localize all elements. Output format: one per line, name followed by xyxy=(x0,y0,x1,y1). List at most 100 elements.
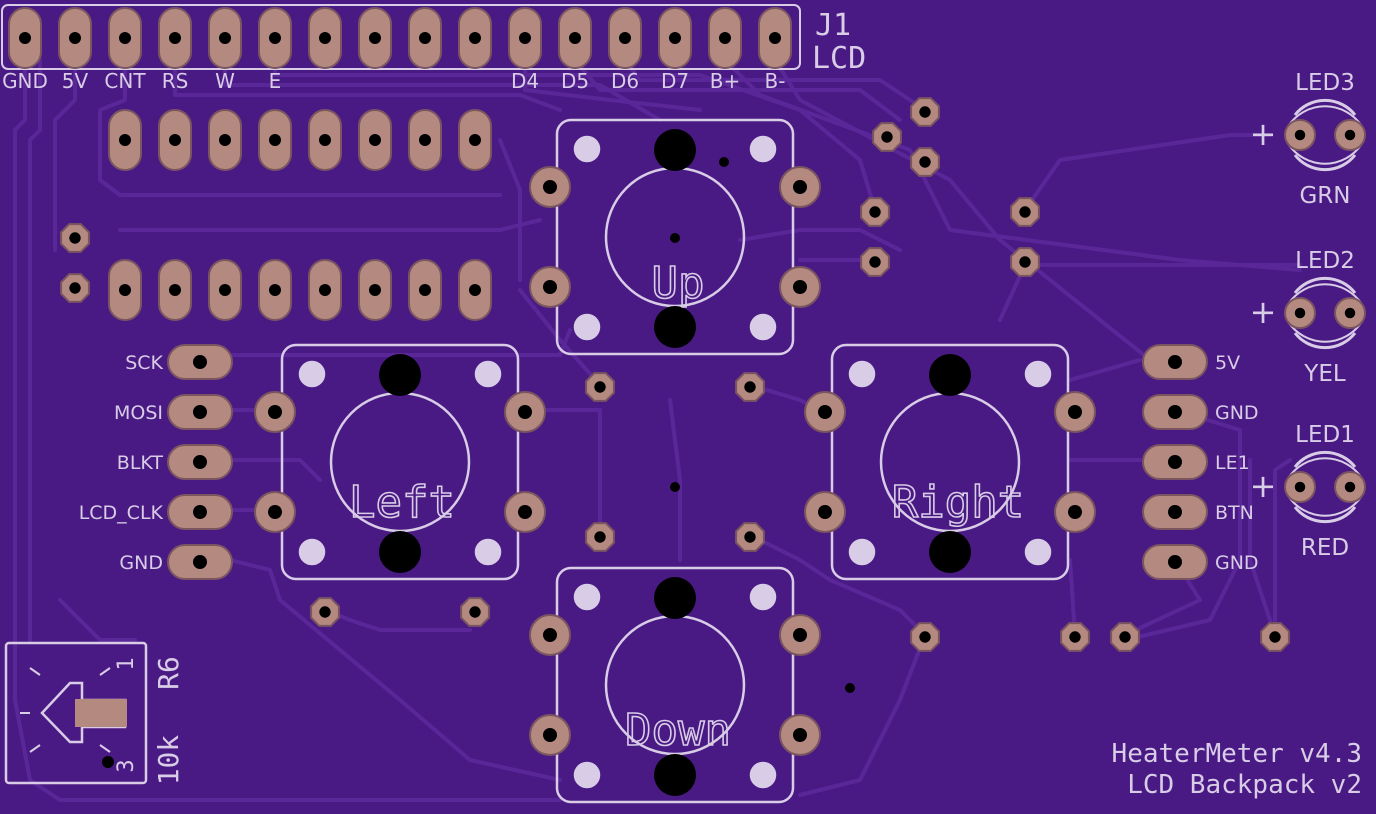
header-outline xyxy=(1,4,801,70)
button-corner-dot xyxy=(298,538,326,566)
trimmer-wiper-pad xyxy=(75,699,127,727)
right-connector-pad-drill xyxy=(1168,405,1182,419)
led-polarity: + xyxy=(1250,115,1277,153)
left-pad-label: GND xyxy=(119,552,163,574)
led-color-label: GRN xyxy=(1299,183,1350,209)
right-pad-label: GND xyxy=(1215,402,1259,424)
resistor-pad-drill xyxy=(1119,631,1131,643)
resistor-pad-drill xyxy=(594,381,606,393)
ic-pad-top-drill xyxy=(369,134,381,146)
header-pin-drill xyxy=(719,32,731,44)
header-pin-label: 5V xyxy=(62,69,89,93)
button-pad-drill xyxy=(793,728,807,742)
left-pad-label: BLKT xyxy=(117,452,164,474)
header-pin-drill xyxy=(669,32,681,44)
button-mount-hole xyxy=(379,354,421,396)
ic-pad-top-drill xyxy=(219,134,231,146)
resistor-pad-drill xyxy=(319,606,331,618)
ic-pad-bottom-drill xyxy=(169,284,181,296)
header-pin-label: GND xyxy=(2,69,48,93)
button-corner-dot xyxy=(749,313,777,341)
via xyxy=(670,482,680,492)
footer-line2: LCD Backpack v2 xyxy=(1127,770,1362,800)
button-pad-drill xyxy=(793,180,807,194)
right-connector-pad-drill xyxy=(1168,555,1182,569)
button-outline xyxy=(280,343,520,581)
button-corner-dot xyxy=(474,360,502,388)
button-corner-dot xyxy=(749,583,777,611)
capacitor-pad-drill xyxy=(69,232,81,244)
button-outline xyxy=(555,566,795,804)
button-pad-drill xyxy=(818,505,832,519)
header-pin-drill xyxy=(219,32,231,44)
button-corner-dot xyxy=(749,761,777,789)
left-pad-label: LCD_CLK xyxy=(79,502,164,524)
button-pad-drill xyxy=(543,180,557,194)
left-connector-pad-drill xyxy=(193,505,207,519)
header-pin-drill xyxy=(369,32,381,44)
copper-traces xyxy=(13,53,1302,802)
right-pad-label: 5V xyxy=(1215,352,1240,374)
led-outline xyxy=(1288,105,1362,126)
button-mount-hole xyxy=(654,754,696,796)
ic-pad-top-drill xyxy=(319,134,331,146)
resistor-pad-drill xyxy=(1069,631,1081,643)
left-pad-label: MOSI xyxy=(114,402,163,424)
header-pin-label: E xyxy=(269,69,282,93)
capacitor-pad-drill xyxy=(69,282,81,294)
led-designator: LED3 xyxy=(1295,70,1355,96)
led-color-label: YEL xyxy=(1303,361,1346,387)
led-outline xyxy=(1288,322,1362,343)
trimmer-value: 10k xyxy=(152,735,185,786)
button-corner-dot xyxy=(573,135,601,163)
resistor-pad-drill xyxy=(919,156,931,168)
left-connector-pad-drill xyxy=(193,455,207,469)
left-connector-pad-drill xyxy=(193,405,207,419)
via xyxy=(719,157,729,167)
header-pin-drill xyxy=(469,32,481,44)
trimmer-designator: R6 xyxy=(152,656,185,690)
button-pad-drill xyxy=(793,280,807,294)
header-pin-drill xyxy=(619,32,631,44)
left-connector-pad-drill xyxy=(193,555,207,569)
resistor-pad-drill xyxy=(744,381,756,393)
button-mount-hole xyxy=(654,306,696,348)
ic-pad-top-drill xyxy=(269,134,281,146)
trimmer-pin3: 3 xyxy=(114,759,139,772)
right-connector-pad-drill xyxy=(1168,505,1182,519)
button-corner-dot xyxy=(848,360,876,388)
button-label-right: Right xyxy=(892,477,1024,528)
left-connector-pad-drill xyxy=(193,355,207,369)
header-pin-drill xyxy=(69,32,81,44)
led-pad-drill xyxy=(1344,307,1356,319)
copper-pads xyxy=(8,7,1366,796)
resistor-pad-drill xyxy=(881,131,893,143)
header-name: LCD xyxy=(812,41,866,76)
ic-pad-top-drill xyxy=(419,134,431,146)
led-color-label: RED xyxy=(1301,535,1349,561)
ic-pad-top-drill xyxy=(119,134,131,146)
button-pad-drill xyxy=(518,405,532,419)
button-pad-drill xyxy=(518,505,532,519)
resistor-pad-drill xyxy=(1019,256,1031,268)
via xyxy=(670,233,680,243)
right-connector-pad-drill xyxy=(1168,355,1182,369)
right-pad-label: LE1 xyxy=(1215,452,1250,474)
right-connector-pad-drill xyxy=(1168,455,1182,469)
header-pin-drill xyxy=(519,32,531,44)
button-pad-drill xyxy=(268,405,282,419)
button-mount-hole xyxy=(379,531,421,573)
trimmer-via xyxy=(102,756,114,768)
button-label-left: Left xyxy=(349,477,455,528)
button-mount-hole xyxy=(654,129,696,171)
header-pin-label: B- xyxy=(765,69,786,93)
led-pad-drill xyxy=(1294,481,1306,493)
ic-pad-bottom-drill xyxy=(419,284,431,296)
button-mount-hole xyxy=(929,531,971,573)
button-pad-drill xyxy=(1068,505,1082,519)
button-corner-dot xyxy=(474,538,502,566)
button-corner-dot xyxy=(573,583,601,611)
button-pad-drill xyxy=(793,628,807,642)
